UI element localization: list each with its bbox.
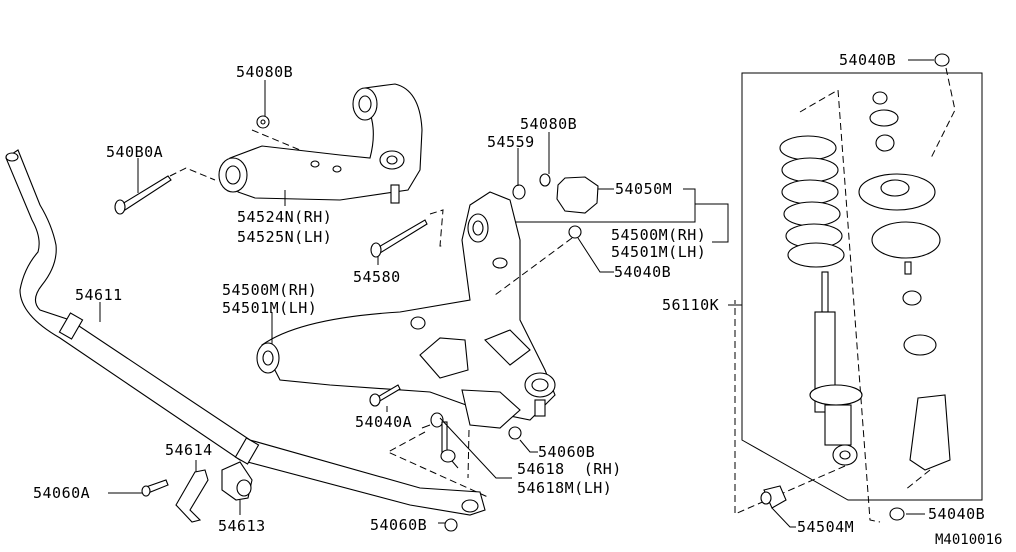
label-strut-top-nut: 54040B bbox=[839, 51, 896, 69]
strut-mount-parts bbox=[858, 91, 951, 471]
label-bushing-ring: 54050M bbox=[615, 180, 672, 198]
link-lower-nut-part bbox=[444, 518, 458, 532]
link-nut-part bbox=[508, 426, 522, 440]
label-lower-arm-left-rh: 54500M(RH) bbox=[222, 281, 317, 299]
label-clamp-bolt: 54060A bbox=[33, 484, 90, 502]
label-upper-bolt: 540B0A bbox=[106, 143, 163, 161]
label-lower-arm-right-rh: 54500M(RH) bbox=[611, 226, 706, 244]
label-link-lh: 54618M(LH) bbox=[517, 479, 612, 497]
lower-arm-nut-part bbox=[568, 225, 582, 239]
coil-spring bbox=[779, 135, 845, 268]
label-lower-arm-left-lh: 54501M(LH) bbox=[222, 299, 317, 317]
label-stabilizer-bar: 54611 bbox=[75, 286, 123, 304]
label-washer: 54559 bbox=[487, 133, 535, 151]
lower-control-arm bbox=[256, 191, 556, 429]
label-upper-arm-rh: 54524N(RH) bbox=[237, 208, 332, 226]
strut-bushing-part bbox=[760, 485, 787, 509]
lower-nut-part bbox=[539, 173, 551, 187]
label-strut-bottom-nut: 54040B bbox=[928, 505, 985, 523]
label-lower-nut: 54080B bbox=[520, 115, 577, 133]
lower-bolt-part bbox=[370, 219, 428, 258]
label-strut-assembly: 56110K bbox=[662, 296, 719, 314]
label-link-rh: 54618 (RH) bbox=[517, 460, 622, 478]
stabilizer-link-part bbox=[421, 412, 459, 469]
washer-part bbox=[512, 184, 526, 200]
bracket-bolt-part bbox=[369, 384, 401, 407]
label-bushing: 54613 bbox=[218, 517, 266, 535]
shock-absorber bbox=[809, 271, 863, 466]
label-upper-nut: 54080B bbox=[236, 63, 293, 81]
label-upper-arm-lh: 54525N(LH) bbox=[237, 228, 332, 246]
label-strut-bushing: 54504M bbox=[797, 518, 854, 536]
figure-code: M4010016 bbox=[935, 532, 1002, 548]
bushing-part bbox=[221, 461, 253, 501]
leader-lines bbox=[99, 59, 934, 528]
label-lower-arm-right-lh: 54501M(LH) bbox=[611, 243, 706, 261]
upper-control-arm bbox=[218, 83, 423, 204]
label-link-lower-nut: 54060B bbox=[370, 516, 427, 534]
strut-top-nut-part bbox=[934, 53, 950, 67]
label-clamp: 54614 bbox=[165, 441, 213, 459]
label-link-nut: 54060B bbox=[538, 443, 595, 461]
upper-bolt-part bbox=[114, 175, 172, 215]
strut-assembly-box bbox=[741, 72, 983, 501]
stabilizer-bar bbox=[5, 149, 486, 516]
clamp-bolt-part bbox=[141, 479, 169, 497]
label-lower-arm-nut: 54040B bbox=[614, 263, 671, 281]
bushing-ring-part bbox=[556, 176, 599, 214]
label-lower-bolt: 54580 bbox=[353, 268, 401, 286]
label-bracket-bolt: 54040A bbox=[355, 413, 412, 431]
clamp-part bbox=[175, 469, 209, 523]
strut-bottom-nut-part bbox=[889, 507, 905, 521]
upper-nut-part bbox=[256, 115, 270, 129]
